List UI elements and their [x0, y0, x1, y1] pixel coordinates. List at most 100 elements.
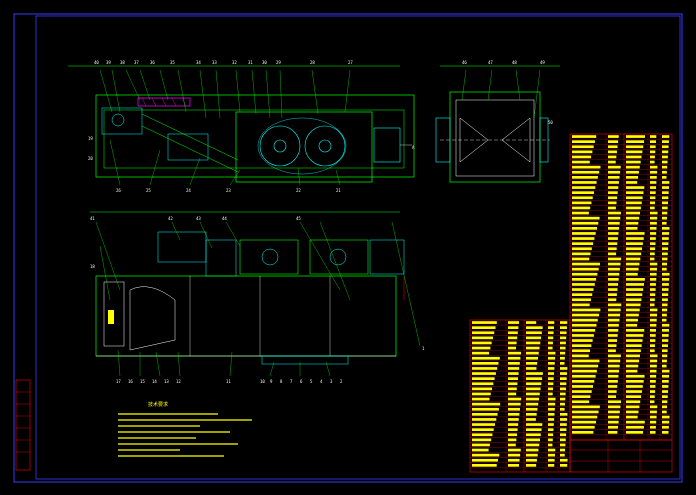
- parts-cell-text: [626, 247, 643, 251]
- parts-cell-text: [662, 364, 667, 368]
- parts-cell-text: [626, 160, 641, 164]
- svg-text:15: 15: [140, 379, 145, 384]
- parts-cell-text: [508, 448, 521, 452]
- parts-cell-text: [608, 395, 617, 398]
- parts-cell-text: [626, 369, 638, 373]
- parts-cell-text: [526, 453, 538, 457]
- parts-cell-text: [662, 318, 667, 322]
- parts-cell-text: [608, 140, 619, 143]
- parts-cell-text: [560, 387, 566, 391]
- parts-cell-text: [650, 374, 657, 378]
- parts-cell-text: [572, 232, 596, 235]
- parts-cell-text: [650, 145, 656, 149]
- parts-cell-text: [626, 252, 642, 256]
- parts-cell-text: [526, 321, 537, 324]
- parts-cell-text: [548, 336, 554, 340]
- parts-cell-text: [626, 318, 638, 322]
- svg-text:47: 47: [488, 60, 493, 65]
- parts-cell-text: [662, 415, 670, 419]
- svg-text:44: 44: [222, 216, 227, 221]
- parts-cell-text: [472, 372, 496, 375]
- parts-cell-text: [548, 423, 554, 426]
- parts-cell-text: [608, 186, 619, 189]
- parts-cell-text: [626, 334, 644, 337]
- parts-cell-text: [608, 308, 621, 312]
- parts-cell-text: [650, 329, 657, 332]
- parts-cell-text: [560, 326, 567, 329]
- svg-text:30: 30: [262, 60, 267, 65]
- parts-cell-text: [548, 433, 554, 437]
- parts-cell-text: [626, 237, 644, 240]
- parts-cell-text: [662, 288, 669, 291]
- parts-list-lower: [469, 319, 571, 473]
- parts-cell-text: [560, 392, 566, 396]
- parts-cell-text: [608, 267, 620, 271]
- parts-cell-text: [608, 216, 621, 220]
- svg-text:31: 31: [248, 60, 253, 65]
- svg-text:49: 49: [540, 60, 545, 65]
- parts-cell-text: [608, 313, 621, 317]
- parts-cell-text: [508, 362, 520, 365]
- parts-cell-text: [472, 362, 499, 365]
- parts-cell-text: [626, 150, 643, 154]
- parts-cell-text: [572, 329, 596, 332]
- parts-cell-text: [608, 283, 619, 286]
- parts-cell-text: [650, 211, 658, 215]
- parts-cell-text: [572, 318, 598, 322]
- parts-cell-text: [508, 418, 519, 421]
- parts-cell-text: [662, 308, 668, 312]
- parts-cell-text: [572, 425, 595, 429]
- parts-cell-text: [608, 293, 617, 296]
- parts-cell-text: [608, 237, 618, 240]
- parts-cell-text: [572, 150, 593, 154]
- parts-cell-text: [626, 339, 643, 342]
- parts-cell-text: [608, 318, 620, 322]
- parts-cell-text: [472, 341, 492, 345]
- svg-text:28: 28: [310, 60, 315, 65]
- parts-cell-text: [472, 448, 489, 452]
- parts-cell-text: [626, 211, 641, 215]
- sheet-outer-border: [13, 13, 683, 483]
- parts-cell-text: [626, 145, 644, 149]
- parts-cell-text: [560, 443, 566, 447]
- parts-cell-text: [548, 402, 556, 406]
- parts-cell-text: [508, 367, 520, 370]
- parts-cell-text: [472, 326, 496, 329]
- parts-cell-text: [650, 216, 658, 220]
- parts-cell-text: [608, 278, 619, 281]
- parts-cell-text: [572, 140, 595, 143]
- parts-cell-text: [472, 346, 491, 350]
- parts-cell-text: [548, 438, 553, 442]
- parts-cell-text: [548, 326, 554, 329]
- parts-cell-text: [608, 385, 618, 388]
- parts-cell-text: [608, 288, 618, 291]
- parts-cell-text: [526, 387, 541, 391]
- parts-cell-text: [472, 402, 501, 406]
- parts-cell-text: [472, 453, 500, 457]
- parts-cell-text: [662, 242, 669, 245]
- svg-text:48: 48: [512, 60, 517, 65]
- parts-cell-text: [650, 135, 657, 138]
- parts-cell-text: [548, 367, 555, 370]
- parts-cell-text: [608, 176, 620, 179]
- parts-cell-text: [560, 341, 566, 345]
- parts-cell-text: [608, 262, 621, 266]
- parts-cell-text: [526, 397, 539, 401]
- parts-cell-text: [572, 165, 601, 169]
- svg-text:25: 25: [146, 188, 151, 193]
- parts-cell-text: [508, 443, 516, 447]
- svg-text:36: 36: [150, 60, 155, 65]
- parts-cell-text: [662, 196, 669, 200]
- parts-cell-text: [662, 272, 670, 276]
- parts-cell-text: [608, 369, 620, 373]
- parts-cell-text: [608, 191, 618, 194]
- parts-cell-text: [548, 443, 553, 447]
- parts-cell-text: [608, 415, 620, 419]
- parts-cell-text: [572, 272, 598, 276]
- parts-cell-text: [626, 359, 640, 363]
- parts-cell-text: [662, 262, 668, 266]
- parts-cell-text: [650, 206, 655, 210]
- parts-cell-text: [560, 372, 568, 375]
- parts-cell-text: [626, 303, 641, 307]
- svg-text:5: 5: [310, 379, 313, 384]
